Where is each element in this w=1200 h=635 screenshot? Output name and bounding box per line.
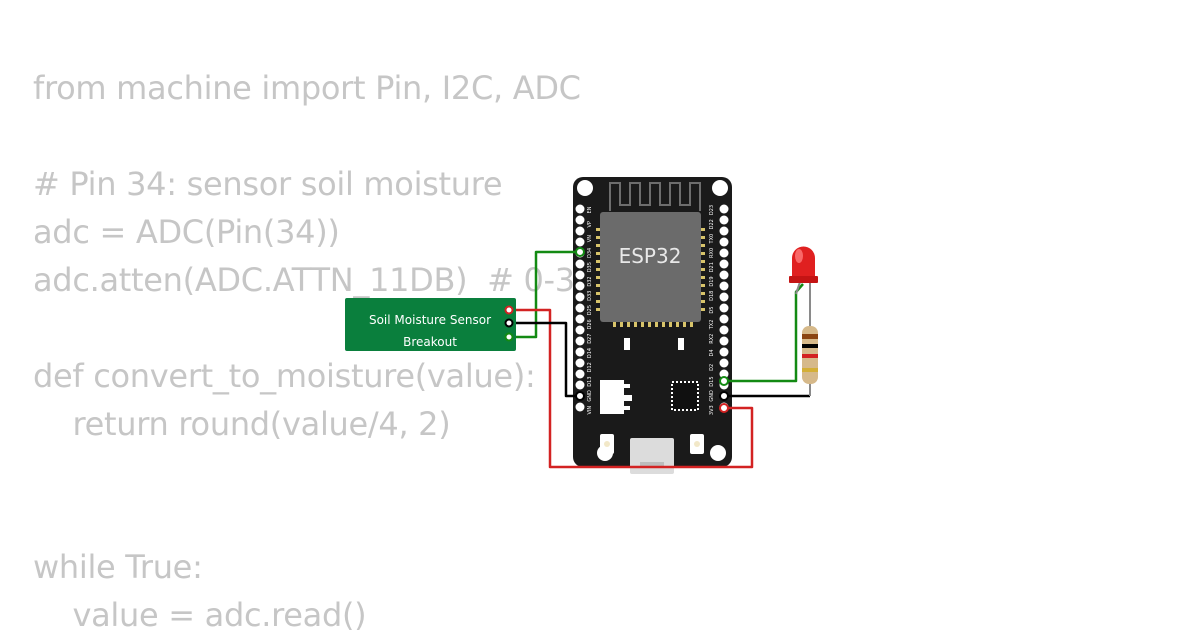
capacitor: [678, 338, 684, 350]
sensor-pin-aout: [504, 332, 514, 342]
micro-usb-port: [630, 438, 674, 474]
left-pin-label-gnd: GND: [587, 390, 593, 402]
wires: [509, 250, 810, 469]
left-pin-label-d13: D13: [587, 376, 593, 386]
code-line: return round(value/4, 2): [33, 405, 451, 443]
right-pin-label-d18: D18: [709, 291, 715, 301]
resistor[interactable]: [802, 326, 818, 396]
wire-red-power: [509, 308, 754, 469]
right-pin-label-d19: D19: [709, 276, 715, 286]
esp32-board[interactable]: ESP32 ENVPVND34D35D32D33D25D26D27D14D12D…: [573, 177, 732, 474]
board-label: ESP32: [619, 244, 682, 268]
left-pin-label-d33: D33: [587, 291, 593, 301]
code-line: while True:: [33, 548, 203, 586]
right-pin-label-d15: D15: [709, 376, 715, 386]
soil-moisture-sensor[interactable]: Soil Moisture Sensor Breakout: [345, 298, 516, 351]
antenna-trace: [609, 182, 701, 211]
right-pin-label-rx2: RX2: [709, 334, 715, 344]
left-pin-label-d26: D26: [587, 319, 593, 329]
sensor-pin-gnd: [504, 318, 514, 328]
right-pin-header: [719, 204, 729, 412]
right-pin-label-rx0: RX0: [709, 248, 715, 258]
wire-green-led: [724, 283, 804, 383]
code-line: value = adc.read(): [33, 596, 367, 634]
red-led[interactable]: [789, 246, 818, 330]
module-pins: [596, 228, 705, 327]
left-pin-label-vn: VN: [587, 235, 593, 242]
left-pin-label-d27: D27: [587, 334, 593, 344]
left-pin-label-d32: D32: [587, 276, 593, 286]
sensor-pin-vcc: [504, 305, 514, 315]
code-line: adc.atten(ADC.ATTN_11DB) # 0-3.3V: [33, 261, 627, 299]
left-pin-label-d34: D34: [587, 248, 593, 258]
sensor-label-line2: Breakout: [403, 335, 457, 349]
wire-green-sensor: [509, 250, 580, 339]
mounting-hole: [710, 445, 726, 461]
right-pin-label-d4: D4: [709, 349, 715, 356]
right-pin-label-d5: D5: [709, 307, 715, 314]
right-pin-label-d21: D21: [709, 262, 715, 272]
right-pin-label-d22: D22: [709, 219, 715, 229]
left-pin-label-d12: D12: [587, 362, 593, 372]
code-line: def convert_to_moisture(value):: [33, 357, 536, 395]
esp32-module: [600, 212, 701, 322]
right-pin-label-d23: D23: [709, 205, 715, 215]
code-line: # Pin 34: sensor soil moisture: [33, 165, 503, 203]
left-pin-label-en: EN: [587, 206, 593, 213]
left-pin-label-vp: VP: [587, 221, 593, 227]
mounting-hole: [577, 180, 593, 196]
left-pin-label-d35: D35: [587, 262, 593, 272]
voltage-regulator: [600, 380, 624, 414]
code-line: adc = ADC(Pin(34)): [33, 213, 340, 251]
left-pin-label-vin: VIN: [587, 406, 593, 415]
right-pin-label-tx0: TX0: [709, 234, 715, 245]
wire-black-ground: [509, 321, 580, 398]
right-pin-label-d2: D2: [709, 364, 715, 371]
capacitor: [624, 338, 630, 350]
left-pin-label-d14: D14: [587, 348, 593, 358]
sensor-label-line1: Soil Moisture Sensor: [369, 313, 491, 327]
mounting-hole: [712, 180, 728, 196]
right-pin-label-3v3: 3V3: [709, 405, 715, 415]
right-pin-label-tx2: TX2: [709, 320, 715, 331]
right-pin-label-gnd: GND: [709, 390, 715, 402]
code-line: from machine import Pin, I2C, ADC: [33, 69, 581, 107]
usb-uart-chip: [671, 381, 699, 411]
left-pin-label-d25: D25: [587, 305, 593, 315]
